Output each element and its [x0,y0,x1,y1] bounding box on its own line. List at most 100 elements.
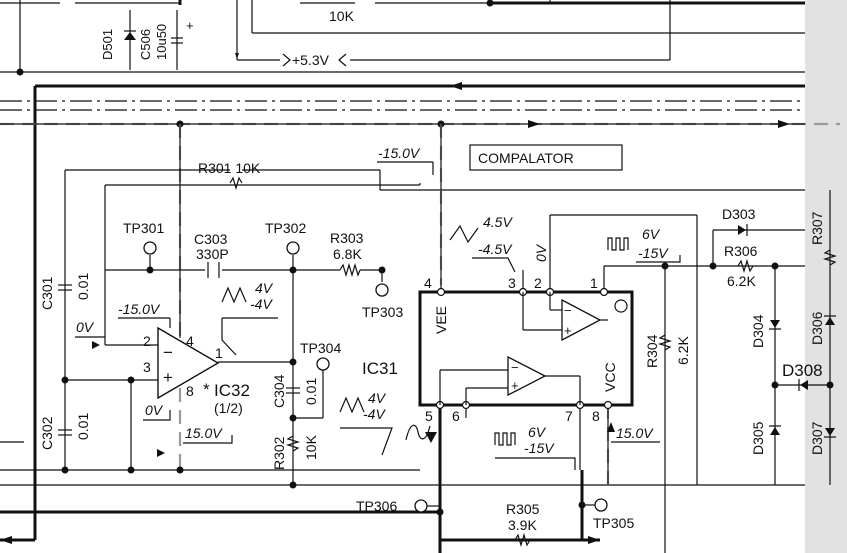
c304-capacitor [286,387,300,394]
c302-label: C302 [39,416,55,450]
comparator-label: COMPALATOR [478,150,574,166]
r303-value: 6.8K [333,246,362,262]
tp301-label: TP301 [123,220,164,236]
zero-v-mid-label: 0V [145,402,164,418]
d308-diode [798,379,808,391]
d303-label: D303 [722,206,756,222]
tp301-point[interactable] [143,241,157,255]
vcc-label: VCC [602,362,618,392]
wave-a-4v: 4V [255,280,274,296]
opamp-b-plus: + [511,378,519,393]
waveform-triangle-b [339,396,393,456]
d307-diode [824,428,836,438]
c302-capacitor [58,429,72,436]
vee-label: VEE [433,306,449,334]
ic32-half: (1/2) [214,400,243,416]
tp306-label: TP306 [356,498,397,514]
tp304-label: TP304 [300,340,341,356]
r306-value: 6.2K [727,273,756,289]
r302-resistor [285,435,301,452]
c301-label: C301 [39,276,55,310]
d304-diode [769,320,781,330]
c303-value: 330P [196,246,229,262]
d305-diode [769,425,781,435]
ic31-opamp-a [522,292,628,342]
r307-resistor [822,249,838,266]
r304-label: R304 [644,334,660,368]
d305-label: D305 [750,421,766,455]
pin1-label: 1 [590,275,598,291]
d304-label: D304 [750,314,766,348]
ic31-opamp-b [439,355,581,405]
r303-label: R303 [330,230,364,246]
r-10k-label: 10K [329,8,355,24]
tp302-label: TP302 [265,220,306,236]
c301-value: 0.01 [75,273,91,300]
pin8-label: 8 [592,408,600,424]
tp303-point[interactable] [375,283,389,297]
c506-value: 10u50 [154,24,169,60]
r306-resistor [737,258,754,274]
ic32-label: IC32 [214,381,250,400]
ic31-pin4 [436,287,446,297]
ic32-pin3: 3 [143,359,151,375]
r302-value: 10K [303,434,319,460]
r305-label: R305 [506,501,540,517]
voltage-5v3-label: +5.3V [292,52,330,68]
zero-v-left-label: 0V [76,319,95,335]
ic32-wiring [0,124,805,489]
ic31-package [418,290,634,407]
tp305-point[interactable] [594,498,608,512]
ic32-pin1: 1 [215,345,223,361]
wave-a-m4v: -4V [250,296,273,312]
ic32-opamp [157,326,220,400]
d306-diode [824,315,836,325]
ic32-plus-sign: + [163,368,173,387]
v15-right-label: 15.0V [616,425,654,441]
ic32-pin2: 2 [143,333,151,349]
c304-label: C304 [271,374,287,408]
waveform-triangle-a [221,286,278,356]
ic32-pin4: 4 [186,333,194,349]
tp302-point[interactable] [286,241,300,255]
pin6-label: 6 [452,408,460,424]
m15-left-label: -15.0V [118,301,161,317]
ic32-pin8: 8 [186,383,194,399]
wave-b-4v: 4V [368,390,387,406]
c301-capacitor [58,284,72,291]
tp306-point[interactable] [414,499,428,513]
c304-value: 0.01 [303,378,319,405]
wave-sq-b-6v: 6V [528,424,547,440]
waveform-sine [405,424,431,441]
c506-label: C506 [138,29,153,60]
pin5-label: 5 [425,408,433,424]
c303-label: C303 [194,231,228,247]
r304-resistor [657,334,673,351]
wave-sq-b-m15v: -15V [524,440,555,456]
zero-v-mid-underline [143,410,171,421]
tp303-label: TP303 [362,304,403,320]
voltage-tag-5v3 [282,53,347,67]
wave-c-45v: 4.5V [483,214,513,230]
r303-resistor [339,262,361,278]
tp304-point[interactable] [316,357,330,371]
waveform-triangle-c [449,224,516,273]
v15-left-underline [183,435,233,444]
ic31-pin8 [603,400,613,410]
r305-value: 3.9K [508,517,537,533]
ic31-wiring [0,124,834,553]
waveform-square-b [494,432,576,470]
d308-label: D308 [782,361,823,380]
wave-b-m4v: -4V [363,406,386,422]
opamp-a-plus: + [564,323,572,338]
m15-top-label: -15.0V [378,145,421,161]
d501-label: D501 [100,29,115,60]
c302-value: 0.01 [75,413,91,440]
opamp-a-minus: − [564,303,572,318]
v15-left-label: 15.0V [185,425,223,441]
ic31-pin1 [599,287,609,297]
opamp-b-minus: − [511,360,519,375]
r305-resistor [514,532,531,548]
comparator-box [469,144,623,171]
